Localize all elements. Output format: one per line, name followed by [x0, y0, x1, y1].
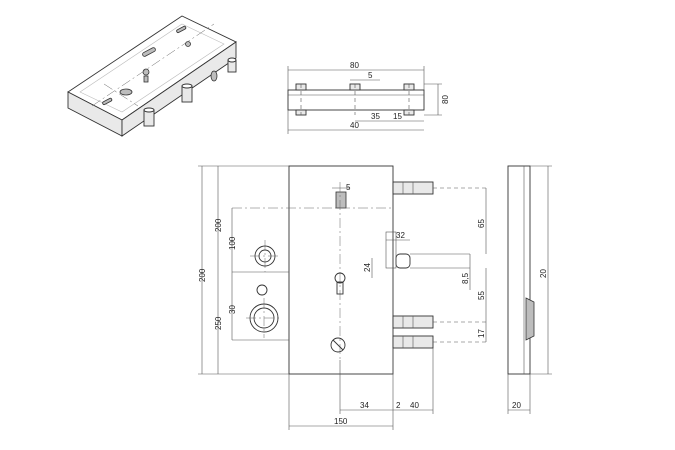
top-dim-overall-width: 80 — [350, 61, 359, 70]
iso-bolts — [143, 57, 237, 127]
top-dim-height: 80 — [441, 95, 450, 104]
front-dim-lower-hole: 30 — [228, 305, 237, 314]
top-dim-offset-pin: 15 — [393, 112, 402, 121]
front-dim-mid: 55 — [477, 291, 486, 300]
front-dim-bottom-pin: 17 — [477, 329, 486, 338]
front-dim-bolt-top: 65 — [477, 219, 486, 228]
front-dim-overall-width: 150 — [334, 417, 348, 426]
front-dim-upper-hole: 100 — [228, 236, 237, 250]
front-dim-upper-height: 200 — [214, 218, 223, 232]
side-view: 20 20 — [507, 165, 552, 414]
top-view: 80 5 35 15 40 80 — [287, 61, 450, 134]
front-bolts — [385, 181, 486, 349]
side-dim-width: 20 — [512, 401, 521, 410]
front-dim-latch-width: 32 — [396, 231, 405, 240]
front-dim-gap: 2 — [396, 401, 401, 410]
front-dim-pin-length: 40 — [410, 401, 419, 410]
side-dim-height: 20 — [539, 269, 548, 278]
isometric-view — [67, 15, 237, 137]
front-dim-latch-gap: 8,5 — [461, 272, 470, 284]
front-dim-total-height: 200 — [198, 268, 207, 282]
front-view: 200 200 250 100 30 5 32 24 65 8,5 55 17 … — [198, 165, 487, 430]
top-dim-slot-width: 5 — [368, 71, 373, 80]
top-dim-center-offset: 40 — [350, 121, 359, 130]
front-dim-latch-offset: 24 — [363, 263, 372, 272]
front-dim-lower-height: 250 — [214, 316, 223, 330]
front-dim-slot: 5 — [346, 183, 351, 192]
top-dim-offset-right: 35 — [371, 112, 380, 121]
front-dim-keyhole-offset: 34 — [360, 401, 369, 410]
